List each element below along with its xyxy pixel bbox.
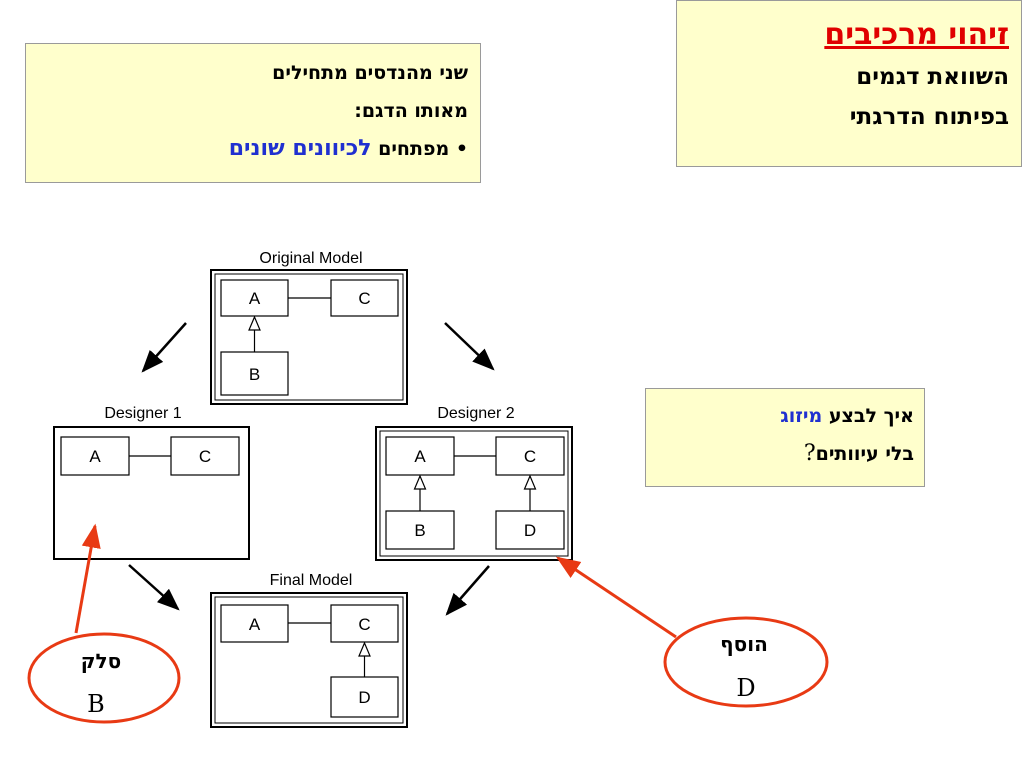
designer2-model: Designer 2 A C B D bbox=[375, 405, 573, 561]
remove-b-callout: סלק B bbox=[27, 523, 181, 724]
designer2-class-b bbox=[385, 510, 455, 550]
final-model-frame-inner bbox=[214, 596, 404, 724]
intro-line-3: • מפתחים לכיוונים שונים bbox=[34, 130, 468, 168]
designer1-class-c-label: C bbox=[199, 447, 211, 466]
intro-line-3-prefix: מפתחים bbox=[378, 138, 450, 160]
remove-b-bubble bbox=[27, 632, 181, 724]
original-class-b bbox=[220, 351, 289, 396]
designer1-model: Designer 1 A C bbox=[53, 405, 250, 560]
title-line-2: בפיתוח הדרגתי bbox=[849, 104, 1009, 130]
designer2-class-b-label: B bbox=[414, 521, 425, 540]
final-class-c bbox=[330, 604, 399, 643]
original-class-c-label: C bbox=[358, 289, 370, 308]
title-note: זיהוי מרכיבים השוואת דגמים בפיתוח הדרגתי bbox=[676, 0, 1022, 167]
designer1-model-frame bbox=[53, 426, 250, 560]
merge-line-1-prefix: איך לבצע bbox=[828, 405, 914, 427]
original-class-c bbox=[330, 279, 399, 317]
original-model-frame-inner bbox=[214, 273, 404, 401]
designer1-class-a-label: A bbox=[89, 447, 101, 466]
original-class-a bbox=[220, 279, 289, 317]
remove-action-label: סלק bbox=[81, 649, 121, 673]
original-model: Original Model A C B bbox=[210, 250, 408, 405]
bullet: • bbox=[455, 138, 468, 160]
designer2-model-label: Designer 2 bbox=[437, 405, 514, 422]
designer2-class-d-label: D bbox=[524, 521, 536, 540]
remove-item-label: B bbox=[87, 690, 105, 718]
question-mark: ? bbox=[803, 441, 816, 466]
final-class-d-label: D bbox=[358, 688, 370, 707]
designer2-inheritance-b-triangle bbox=[413, 474, 427, 490]
add-d-callout: הוסף D bbox=[556, 556, 829, 708]
flow-arrow-original-to-designer1 bbox=[141, 322, 187, 373]
designer2-inheritance-d-triangle bbox=[523, 474, 537, 490]
merge-line-2: בלי עיוותים? bbox=[652, 435, 914, 473]
designer2-class-c-label: C bbox=[524, 447, 536, 466]
intro-line-3-highlight: לכיוונים שונים bbox=[228, 136, 372, 161]
designer2-class-a-label: A bbox=[414, 447, 426, 466]
original-model-label: Original Model bbox=[259, 250, 362, 267]
merge-line-1-highlight: מיזוג bbox=[780, 405, 823, 427]
designer2-model-frame-inner bbox=[379, 430, 569, 557]
final-class-c-label: C bbox=[358, 615, 370, 634]
intro-line-1: שני מהנדסים מתחילים bbox=[272, 62, 468, 84]
designer1-model-label: Designer 1 bbox=[104, 405, 181, 422]
add-d-bubble bbox=[663, 616, 829, 708]
final-class-a-label: A bbox=[249, 615, 261, 634]
slide-title: זיהוי מרכיבים bbox=[824, 17, 1009, 52]
designer2-class-d bbox=[495, 510, 565, 550]
final-model-frame-outer bbox=[210, 592, 408, 728]
original-class-b-label: B bbox=[249, 365, 260, 384]
merge-line-1: איך לבצע מיזוג bbox=[652, 397, 914, 435]
final-model-label: Final Model bbox=[270, 572, 353, 589]
merge-line-2-text: בלי עיוותים bbox=[815, 443, 914, 465]
final-model: Final Model A C D bbox=[210, 572, 408, 728]
intro-note: שני מהנדסים מתחילים מאותו הדגם: • מפתחים… bbox=[25, 43, 481, 183]
original-model-frame-outer bbox=[210, 269, 408, 405]
add-action-label: הוסף bbox=[720, 632, 768, 656]
remove-b-pointer bbox=[74, 523, 101, 634]
designer2-model-frame-outer bbox=[375, 426, 573, 561]
flow-arrow-designer1-to-final bbox=[128, 564, 180, 611]
merge-question-note: איך לבצע מיזוג בלי עיוותים? bbox=[645, 388, 925, 487]
intro-line-2: מאותו הדגם: bbox=[354, 100, 468, 122]
title-line-1: השוואת דגמים bbox=[856, 64, 1009, 90]
add-d-pointer bbox=[556, 556, 677, 639]
flow-arrow-designer2-to-final bbox=[445, 565, 490, 616]
original-inheritance-triangle bbox=[248, 315, 261, 331]
flow-arrow-original-to-designer2 bbox=[444, 322, 495, 371]
final-class-d bbox=[330, 676, 399, 718]
original-class-a-label: A bbox=[249, 289, 261, 308]
designer1-class-a bbox=[60, 436, 130, 476]
final-inheritance-triangle bbox=[358, 641, 371, 657]
designer1-class-c bbox=[170, 436, 240, 476]
add-item-label: D bbox=[736, 674, 755, 702]
